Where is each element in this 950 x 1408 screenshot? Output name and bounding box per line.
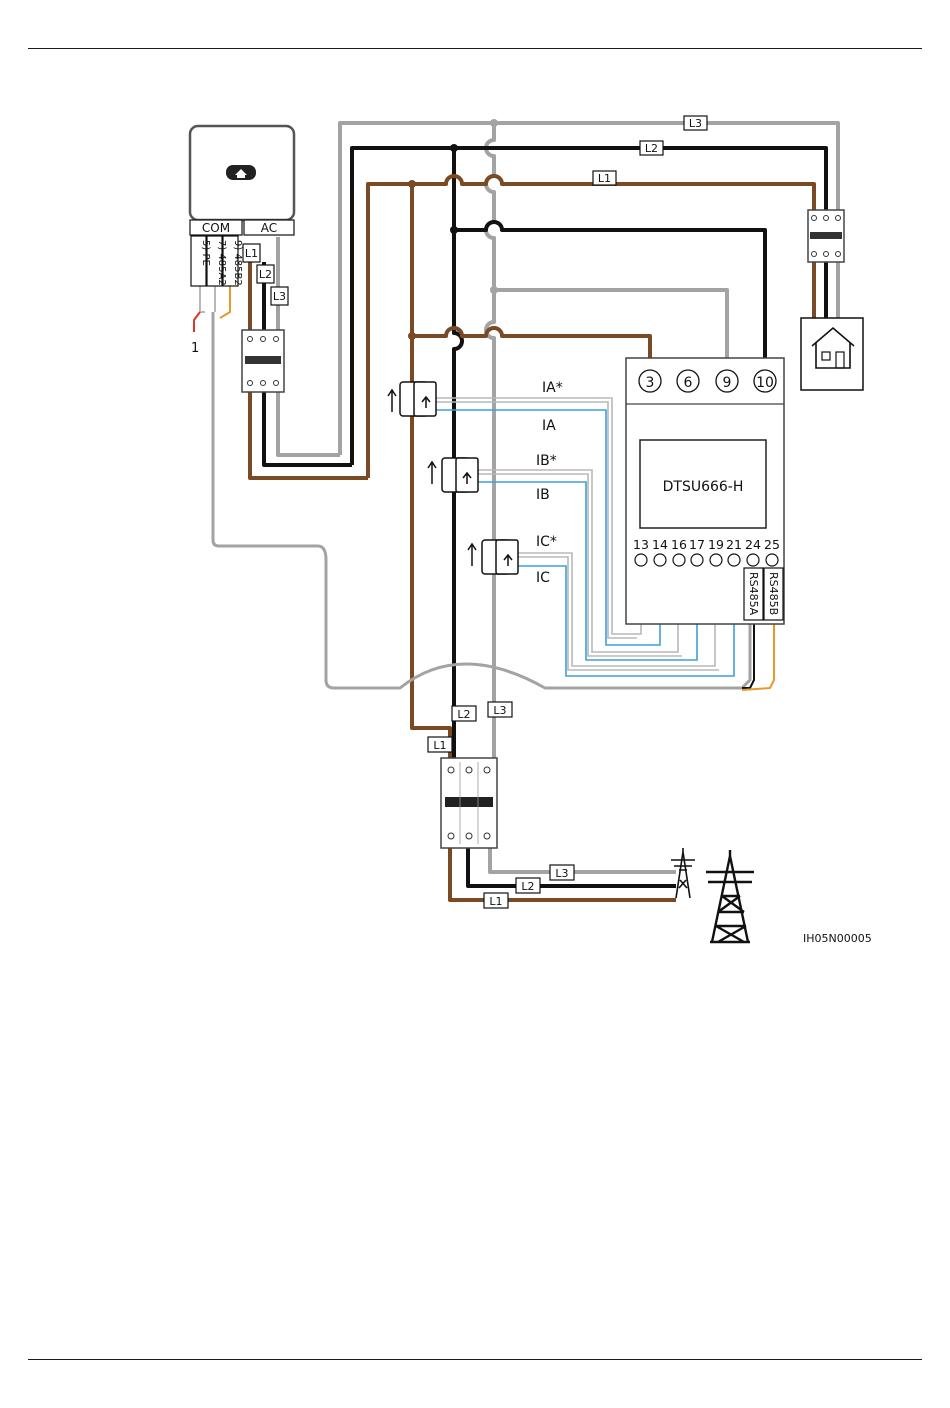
meter-terminal-9: 9 [723,375,732,391]
ct-label-ib: IB [536,487,550,503]
meter-terminal-25: 25 [764,537,780,552]
meter-model: DTSU666-H [663,479,744,495]
meter-terminal-24: 24 [745,537,761,552]
tag-ac-l2: L2 [259,268,272,281]
ct-label-ia-star: IA* [542,380,563,396]
tag-ac-l1: L1 [245,247,258,260]
grid-breaker [441,758,497,848]
meter-terminal-3: 3 [646,375,655,391]
com-port-label: COM [202,221,230,235]
callout-1: 1 [191,341,199,356]
rs485b-label: RS485B [767,572,780,615]
tag-grid-l3: L3 [493,704,506,717]
com-pin-485b2: 9) 485B2 [232,240,243,286]
tag-top-l3: L3 [689,117,702,130]
tag-top-l2: L2 [645,142,658,155]
load-breaker [808,210,844,262]
rs485a-label: RS485A [747,572,760,616]
ct-clamp-b [428,458,478,492]
meter-terminal-16: 16 [671,537,687,552]
ct-clamp-a [388,382,436,416]
meter-terminal-10: 10 [756,375,774,391]
tag-ac-l3: L3 [273,290,286,303]
ct-clamp-c [468,540,518,574]
power-pylon-large-icon [706,850,754,942]
ct-label-ic-star: IC* [536,534,557,550]
ct-label-ic: IC [536,570,550,586]
meter-terminal-17: 17 [689,537,705,552]
meter-terminal-6: 6 [684,375,693,391]
com-pin-pe: 5) PE [200,240,211,266]
tag-grid-l1: L1 [433,739,446,752]
energy-meter: DTSU666-H 3 6 9 10 13 14 16 17 19 21 24 … [626,358,784,624]
meter-terminal-14: 14 [652,537,668,552]
inverter-ac-breaker [242,330,284,392]
ct-label-ib-star: IB* [536,453,557,469]
tag-pylon-l3: L3 [555,867,568,880]
ct-label-ia: IA [542,418,556,434]
meter-terminal-21: 21 [726,537,742,552]
ac-port-label: AC [261,221,277,235]
tag-pylon-l1: L1 [489,895,502,908]
house-load-icon [801,318,863,390]
meter-terminal-13: 13 [633,537,649,552]
tag-grid-l2: L2 [457,708,470,721]
tag-pylon-l2: L2 [521,880,534,893]
com-pin-485a2: 7) 485A2 [216,240,227,286]
tag-top-l1: L1 [598,172,611,185]
figure-id: IH05N00005 [803,932,872,945]
meter-terminal-19: 19 [708,537,724,552]
